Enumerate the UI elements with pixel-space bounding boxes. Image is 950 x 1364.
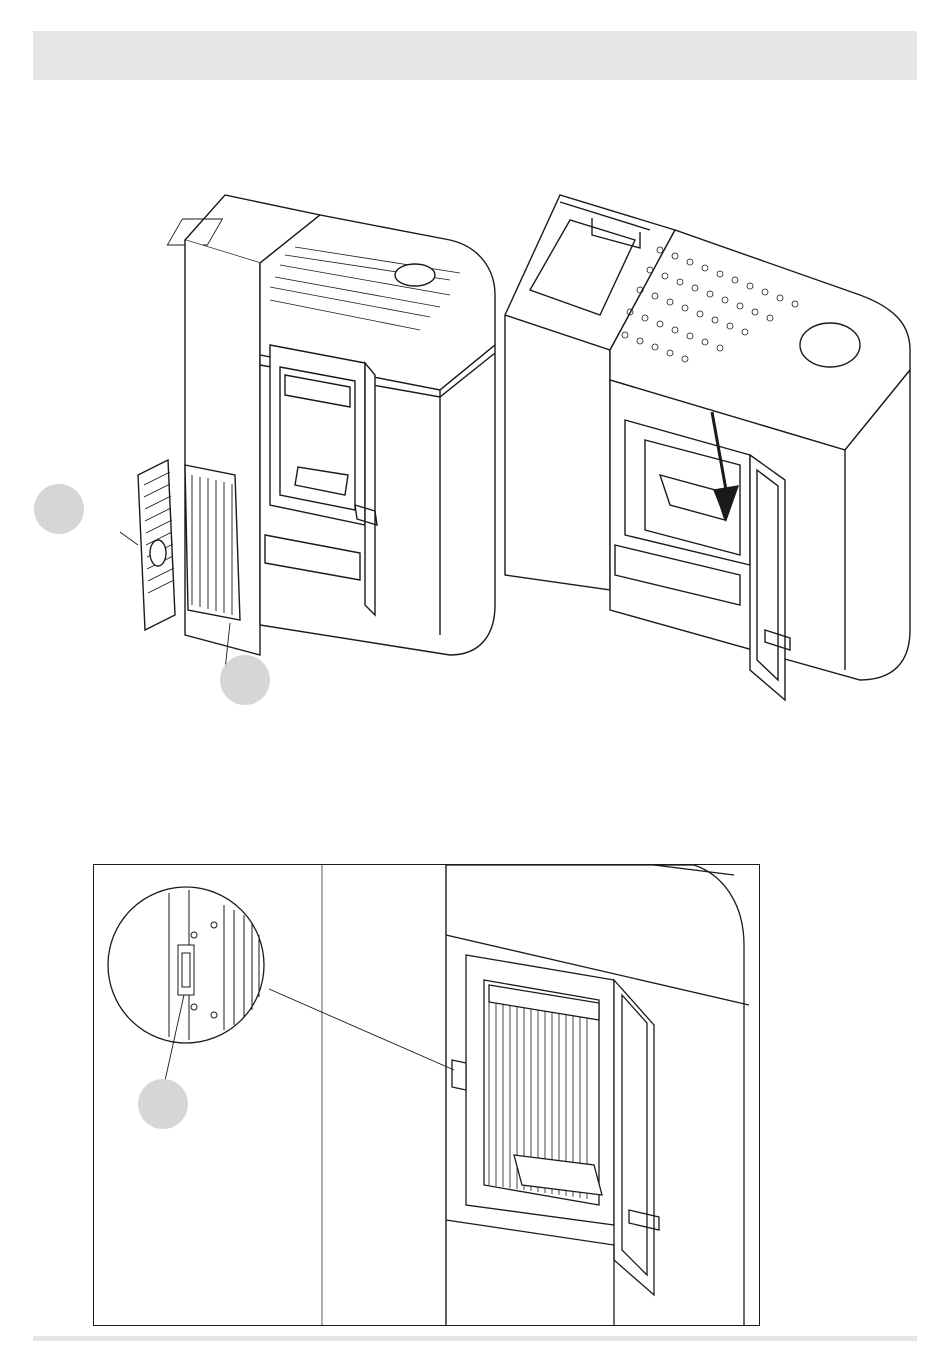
pellet-stove-door-switch-detail-illustration [93,864,760,1326]
header-band [33,31,917,80]
callout-circle-2 [220,655,270,705]
footer-rule [33,1336,917,1341]
pellet-stove-side-panels-removed-illustration [120,185,510,665]
pellet-stove-door-open-arrow-illustration [500,190,920,710]
callout-circle-3 [138,1079,188,1129]
callout-circle-1 [34,484,84,534]
